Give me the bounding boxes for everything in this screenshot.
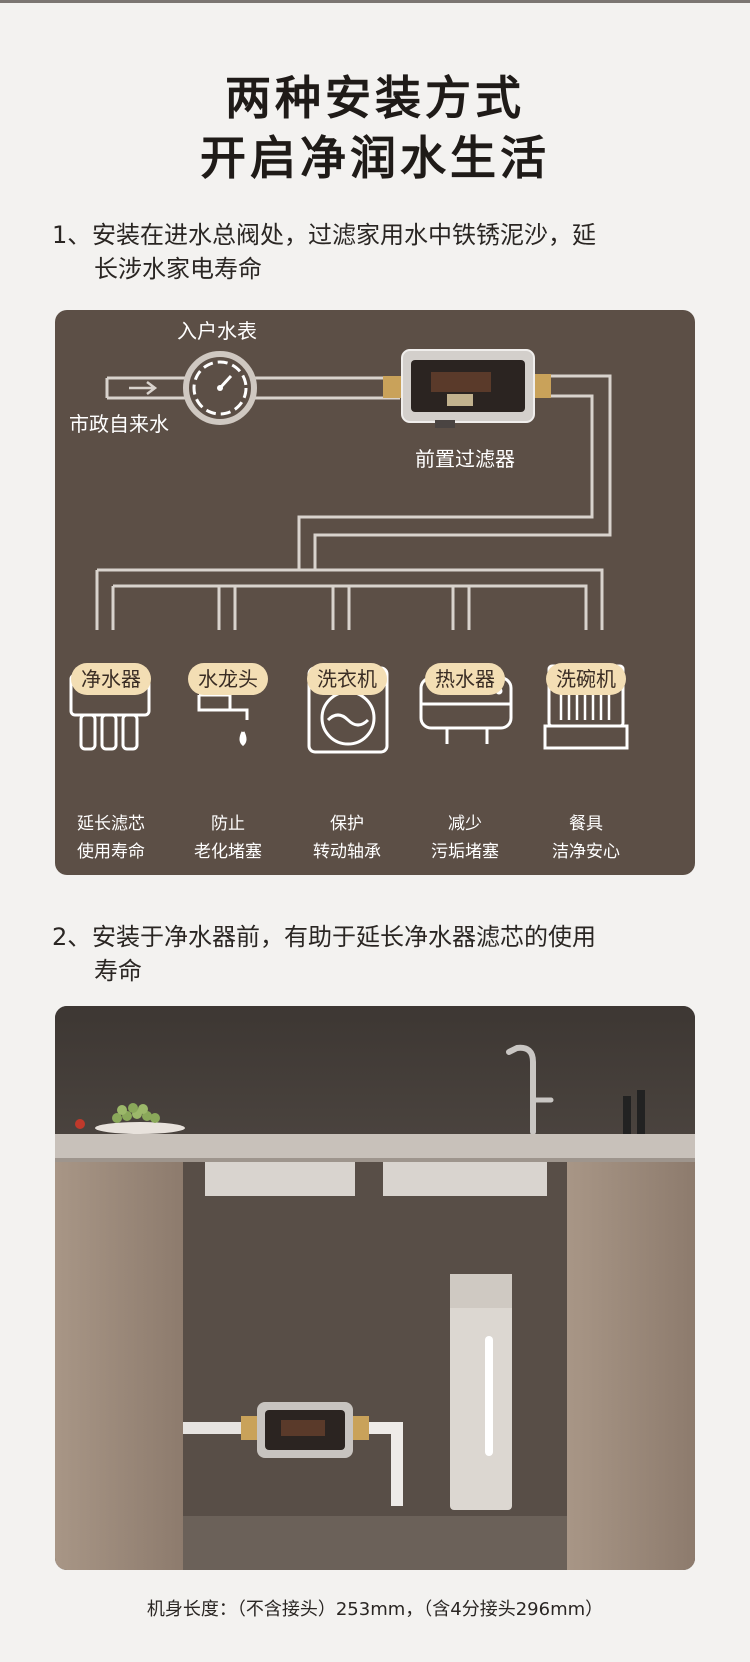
step2-line1: 安装于净水器前，有助于延长净水器滤芯的使用 [92,923,596,951]
caption-line: 洁净安心 [552,842,620,862]
appliance-badge-faucet: 水龙头 [188,663,268,695]
fruit-plate-icon [75,1103,185,1134]
water-purifier-unit-icon [450,1274,512,1510]
appliance-caption-faucet: 防止 老化堵塞 [168,810,288,866]
caption-line: 餐具 [569,814,603,834]
appliance-caption-dishwasher: 餐具 洁净安心 [526,810,646,866]
appliance-badge-dishwasher: 洗碗机 [546,663,626,695]
caption-line: 保护 [330,814,364,834]
caption-line: 转动轴承 [313,842,381,862]
appliance-caption-purifier: 延长滤芯 使用寿命 [55,810,171,866]
appliance-badge-heater: 热水器 [425,663,505,695]
footer-note: 机身长度：（不含接头）253mm，（含4分接头296mm） [146,1599,604,1620]
filter-label: 前置过滤器 [415,447,515,471]
top-divider [0,0,750,3]
appliance-badge-purifier: 净水器 [71,663,151,695]
install-diagram-panel: 入户水表 市政自来水 前置过滤器 净水器 水龙头 洗衣机 热水器 洗碗机 延长滤… [55,310,695,875]
step1-text: 1、安装在进水总阀处，过滤家用水中铁锈泥沙，延 长涉水家电寿命 [52,218,712,286]
step1-number: 1、 [52,221,92,249]
pre-filter-unit-icon [183,1402,403,1506]
step2-number: 2、 [52,923,92,951]
step2-line2: 寿命 [94,957,142,985]
appliance-badge-washer: 洗衣机 [307,663,387,695]
caption-line: 减少 [448,814,482,834]
page-title-line1: 两种安装方式 [225,71,525,125]
source-label: 市政自来水 [69,412,169,436]
kitchen-install-photo [55,1006,695,1570]
caption-line: 使用寿命 [77,842,145,862]
caption-line: 延长滤芯 [77,814,145,834]
caption-line: 污垢堵塞 [431,842,499,862]
step2-text: 2、安装于净水器前，有助于延长净水器滤芯的使用 寿命 [52,920,712,988]
kitchen-faucet-icon [506,1044,554,1135]
step1-line2: 长涉水家电寿命 [94,255,262,283]
kitchen-illustration [55,1006,695,1570]
appliance-caption-heater: 减少 污垢堵塞 [405,810,525,866]
flow-arrow-icon [129,381,158,395]
meter-label: 入户水表 [177,319,257,343]
page-title-line2: 开启净润水生活 [200,131,550,185]
pipe-diagram [69,349,629,754]
appliance-caption-washer: 保护 转动轴承 [287,810,407,866]
pre-filter-icon [383,349,551,428]
caption-line: 老化堵塞 [194,842,262,862]
step1-line1: 安装在进水总阀处，过滤家用水中铁锈泥沙，延 [92,221,596,249]
caption-line: 防止 [211,814,245,834]
water-meter-icon [183,351,257,425]
